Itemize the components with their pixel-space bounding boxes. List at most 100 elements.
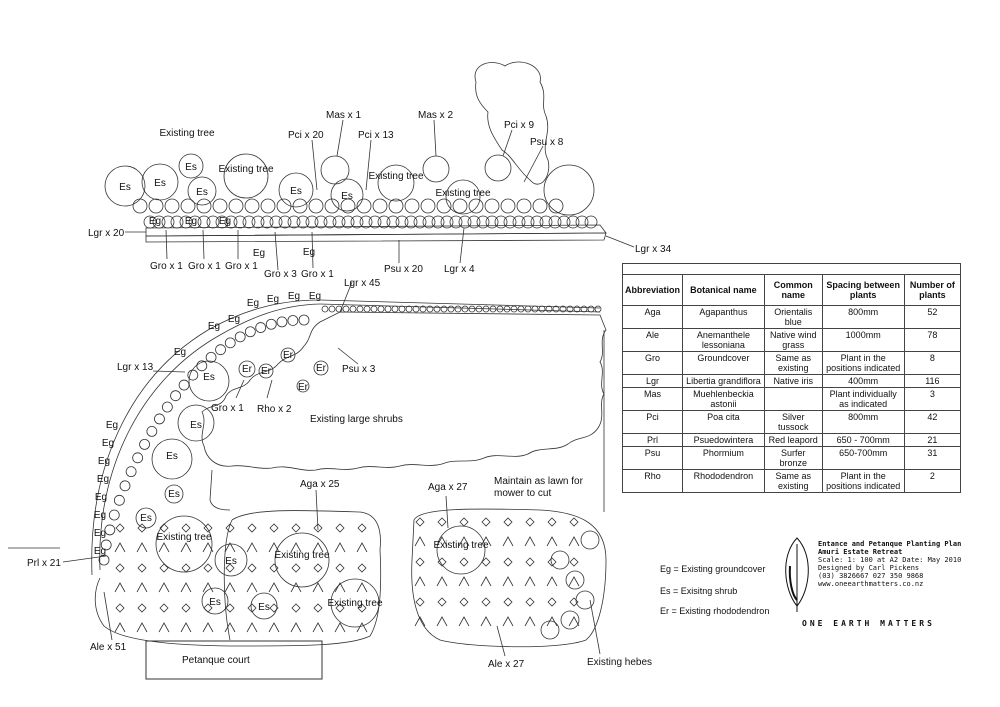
plant-symbol bbox=[481, 517, 491, 527]
plant-symbol bbox=[357, 603, 367, 613]
lgr-plant bbox=[143, 215, 157, 229]
plant-code-er: Er bbox=[298, 382, 309, 393]
plant-symbol bbox=[415, 517, 425, 527]
lgr-plant bbox=[359, 215, 373, 229]
groundcover-plant bbox=[228, 198, 244, 214]
lgr-plant bbox=[566, 305, 574, 313]
hebe-plant bbox=[560, 610, 580, 630]
lgr-plant bbox=[489, 305, 497, 313]
feather-logo bbox=[785, 537, 809, 612]
table-cell: 800mm bbox=[821, 305, 905, 329]
lgr-plant bbox=[368, 215, 382, 229]
lgr-plant bbox=[197, 215, 211, 229]
plant-symbol bbox=[159, 603, 169, 613]
legend-eg: Eg = Existing groundcover bbox=[660, 564, 766, 574]
table-cell: Red leapord bbox=[763, 433, 823, 447]
table-header-row: Abbreviation Botanical name Common name … bbox=[621, 274, 962, 306]
plant-symbol bbox=[569, 557, 579, 567]
table-cell: 42 bbox=[903, 410, 962, 434]
lgr-plant bbox=[422, 215, 436, 229]
lgr-plant bbox=[255, 322, 267, 333]
plant-code-eg: Eg bbox=[95, 492, 107, 503]
label-existing-hebes: Existing hebes bbox=[587, 657, 652, 668]
lgr-plant bbox=[104, 524, 116, 536]
plant-symbol bbox=[458, 576, 470, 587]
lgr-plant bbox=[276, 316, 288, 328]
groundcover-plant bbox=[308, 198, 324, 214]
label-lgr13: Lgr x 13 bbox=[117, 362, 154, 373]
plant-symbol bbox=[291, 523, 301, 533]
table-cell: Rho bbox=[621, 469, 684, 493]
lgr-plant bbox=[206, 215, 220, 229]
plant-symbol bbox=[357, 523, 367, 533]
lgr-plant bbox=[321, 305, 329, 313]
plant-symbol bbox=[181, 563, 191, 573]
lgr-plant bbox=[119, 480, 131, 492]
groundcover-plant bbox=[404, 198, 420, 214]
lgr-plant bbox=[323, 215, 337, 229]
plant-code-es: Es bbox=[196, 187, 208, 198]
plant-symbol bbox=[481, 597, 491, 607]
label-pci9: Pci x 9 bbox=[504, 120, 534, 131]
lgr-plant bbox=[458, 215, 472, 229]
groundcover-plant bbox=[180, 198, 196, 214]
plant-code-es: Es bbox=[185, 162, 197, 173]
plant-symbol bbox=[158, 582, 170, 593]
lgr-plant bbox=[398, 305, 406, 313]
groundcover-plant bbox=[356, 198, 372, 214]
plant-symbol bbox=[436, 536, 448, 547]
plant-symbol bbox=[114, 542, 126, 553]
plant-symbol bbox=[437, 597, 447, 607]
lgr-plant bbox=[485, 215, 499, 229]
lgr-plant bbox=[503, 215, 517, 229]
plant-symbol bbox=[158, 542, 170, 553]
plant-symbol bbox=[437, 517, 447, 527]
plant-code-eg: Eg bbox=[309, 291, 321, 302]
lgr-plant bbox=[539, 215, 553, 229]
plant-symbol bbox=[159, 523, 169, 533]
plant-symbol bbox=[458, 536, 470, 547]
lgr-plant bbox=[503, 305, 511, 313]
brand-name: ONE EARTH MATTERS bbox=[802, 619, 935, 628]
table-cell: Anemanthele lessoniana bbox=[682, 328, 765, 352]
plant-symbol bbox=[335, 563, 345, 573]
lgr-plant bbox=[431, 215, 445, 229]
label-pci13: Pci x 13 bbox=[358, 130, 394, 141]
plant-code-eg: Eg bbox=[94, 528, 106, 539]
table-cell: 400mm bbox=[821, 374, 905, 388]
plant-symbol bbox=[290, 622, 302, 633]
lgr-plant bbox=[242, 215, 256, 229]
lgr-plant bbox=[146, 426, 158, 437]
groundcover-plant bbox=[324, 198, 340, 214]
table-cell: Groundcover bbox=[682, 351, 765, 375]
table-cell: Poa cita bbox=[682, 410, 765, 434]
table-cell: Agapanthus bbox=[682, 305, 765, 329]
hebe-plant bbox=[580, 530, 600, 550]
plant-symbol bbox=[503, 517, 513, 527]
plant-code-es: Es bbox=[140, 513, 152, 524]
plant-symbol bbox=[269, 523, 279, 533]
groundcover-plant bbox=[468, 198, 484, 214]
plant-symbol bbox=[569, 517, 579, 527]
lgr-plant bbox=[188, 215, 202, 229]
lgr-plant bbox=[296, 215, 310, 229]
plant-symbol bbox=[290, 582, 302, 593]
lgr-plant bbox=[161, 401, 173, 413]
lgr-plant bbox=[575, 215, 589, 229]
label-pci20: Pci x 20 bbox=[288, 130, 324, 141]
lgr-plant bbox=[332, 215, 346, 229]
plant-symbol bbox=[480, 616, 492, 627]
plant-code-eg: Eg bbox=[97, 474, 109, 485]
plant-symbol bbox=[547, 557, 557, 567]
plant-code-es: Es bbox=[154, 178, 166, 189]
plant-symbol bbox=[247, 523, 257, 533]
lgr-plant bbox=[356, 305, 364, 313]
table-cell: Psu bbox=[621, 446, 684, 470]
lgr-plant bbox=[482, 305, 490, 313]
plant-code-eg: Eg bbox=[228, 314, 240, 325]
lgr-plant bbox=[531, 305, 539, 313]
title-block-title: Entance and Petanque Planting Plan bbox=[818, 540, 962, 548]
